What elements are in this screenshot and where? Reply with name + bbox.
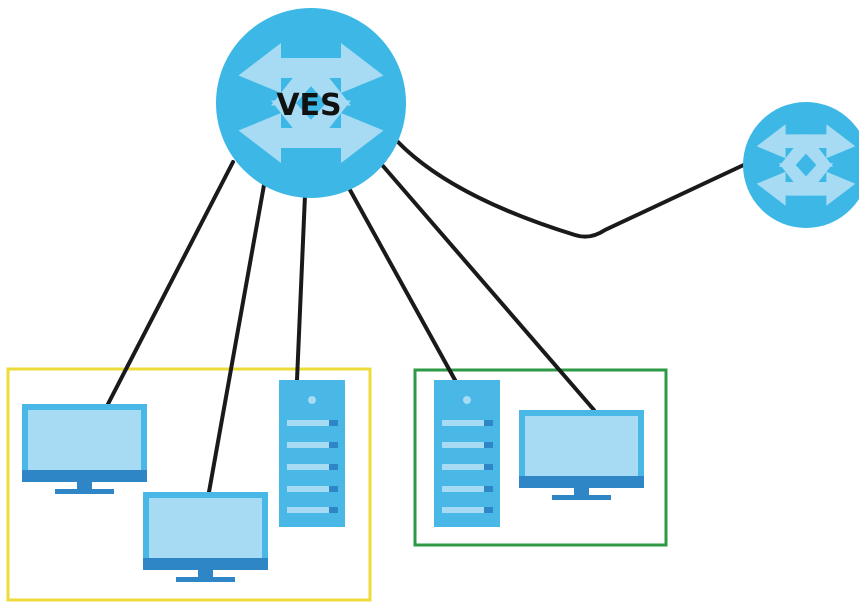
cable-monitor-left (106, 160, 235, 406)
green-group-box (413, 368, 668, 547)
desktop-monitor-icon (22, 404, 147, 494)
monitor-right[interactable] (519, 410, 644, 500)
desktop-monitor-icon (143, 492, 268, 582)
yellow-group-box (6, 367, 372, 602)
main-switch[interactable]: VES (216, 8, 406, 198)
cables (106, 140, 752, 494)
cable-server-right (348, 188, 457, 382)
remote-switch[interactable] (743, 102, 859, 228)
cable-monitor-right (381, 164, 596, 412)
server-tower-icon (279, 380, 345, 527)
server-tower-icon (434, 380, 500, 527)
cable-server-left (295, 193, 307, 382)
desktop-monitor-icon (519, 410, 644, 500)
server-right[interactable] (434, 380, 500, 527)
monitor-left[interactable] (22, 404, 147, 494)
remote-switch-circle (743, 102, 859, 228)
server-left[interactable] (279, 380, 345, 527)
monitor-middle[interactable] (143, 492, 268, 582)
cable-monitor-middle (207, 183, 266, 494)
cable-remote-switch (396, 140, 752, 239)
main-switch-label: VES (276, 88, 341, 123)
main-switch-circle (216, 8, 406, 198)
